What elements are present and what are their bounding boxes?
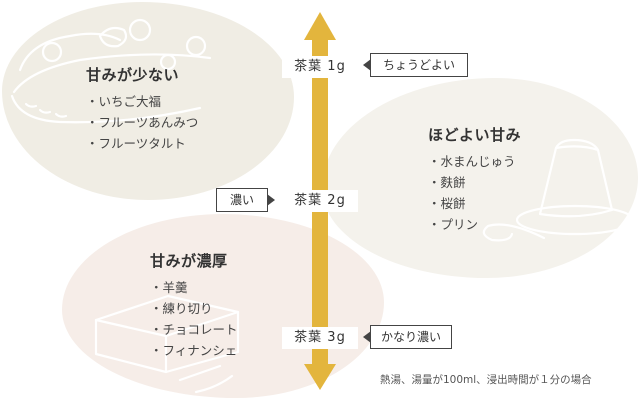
tart-icon	[10, 18, 212, 124]
group-low-sweetness: 甘みが少ない いちご大福 フルーツあんみつ フルーツタルト	[86, 64, 198, 154]
list-item: フルーツタルト	[86, 133, 198, 154]
dessert-list-mid: 水まんじゅう 麩餅 桜餅 プリン	[428, 151, 521, 235]
list-item: 羊羹	[150, 277, 238, 298]
group-title-high: 甘みが濃厚	[150, 252, 228, 270]
list-item: プリン	[428, 214, 521, 235]
group-high-sweetness: 甘みが濃厚 羊羹 練り切り チョコレート フィナンシェ	[150, 250, 238, 361]
tea-level-3g: 茶葉 3g	[282, 327, 358, 349]
list-item: 桜餅	[428, 193, 521, 214]
list-item: 水まんじゅう	[428, 151, 521, 172]
list-item: 練り切り	[150, 298, 238, 319]
dessert-list-high: 羊羹 練り切り チョコレート フィナンシェ	[150, 277, 238, 361]
strength-tag-just-right: ちょうどよい	[370, 53, 468, 77]
list-item: 麩餅	[428, 172, 521, 193]
list-item: いちご大福	[86, 91, 198, 112]
group-title-low: 甘みが少ない	[86, 66, 180, 84]
list-item: チョコレート	[150, 319, 238, 340]
dessert-list-low: いちご大福 フルーツあんみつ フルーツタルト	[86, 91, 199, 154]
strength-tag-strong: 濃い	[216, 188, 268, 212]
footnote-conditions: 熱湯、湯量が100ml、浸出時間が１分の場合	[380, 374, 592, 386]
arrow-head-down	[304, 364, 336, 390]
tea-level-2g: 茶葉 2g	[282, 190, 358, 212]
group-title-mid: ほどよい甘み	[428, 126, 522, 144]
arrow-head-up	[304, 12, 336, 40]
tea-level-1g: 茶葉 1g	[282, 56, 358, 78]
group-mid-sweetness: ほどよい甘み 水まんじゅう 麩餅 桜餅 プリン	[428, 124, 521, 235]
strength-tag-very-strong: かなり濃い	[370, 325, 452, 349]
list-item: フィナンシェ	[150, 340, 238, 361]
list-item: フルーツあんみつ	[86, 112, 199, 133]
